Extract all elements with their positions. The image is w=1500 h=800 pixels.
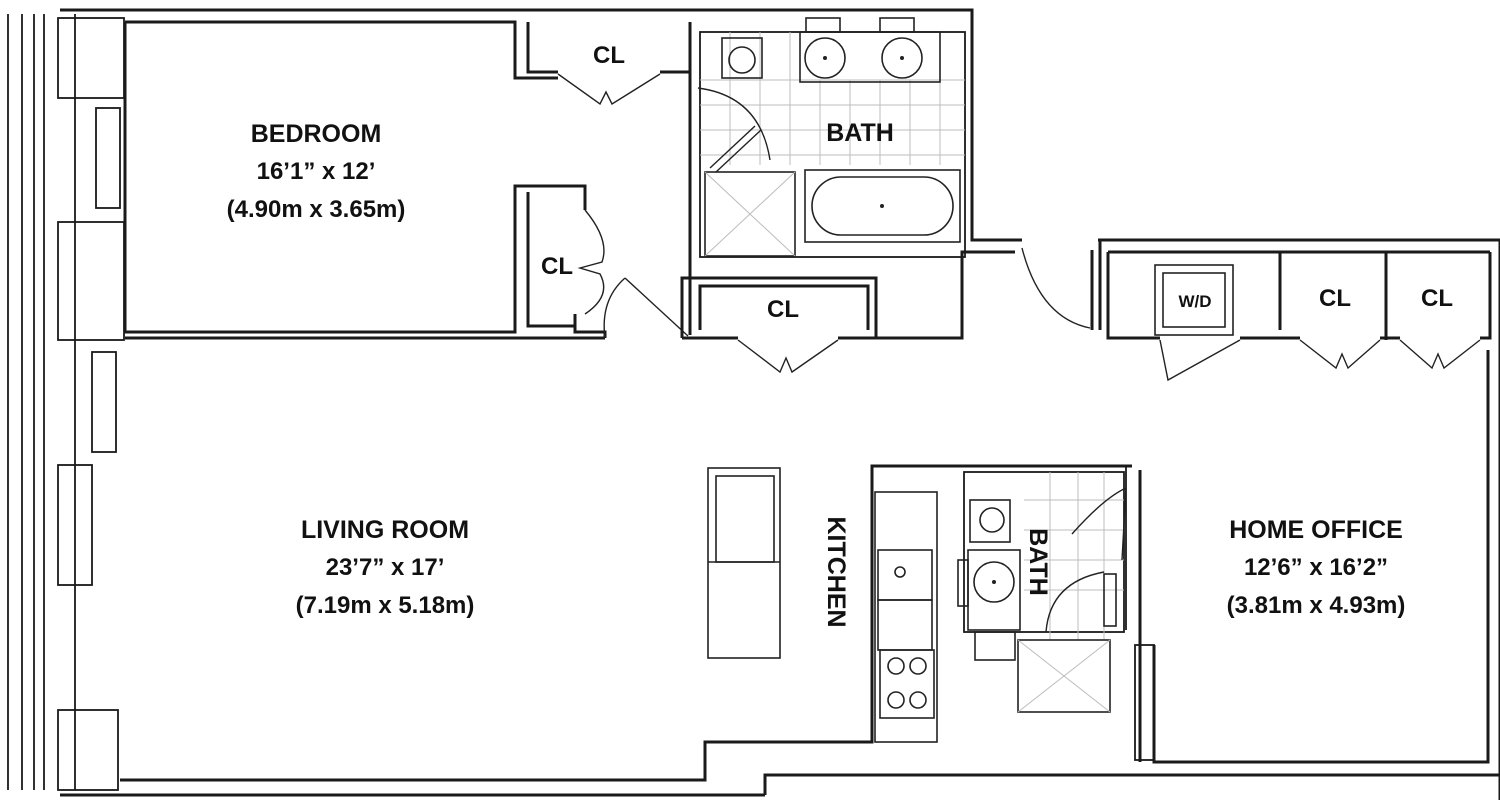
bath-door bbox=[697, 87, 771, 161]
home-office-label: HOME OFFICE 12’6” x 16’2” (3.81m x 4.93m… bbox=[1227, 516, 1406, 619]
toilet bbox=[721, 37, 763, 79]
bedroom-dimensions-metric: (4.90m x 3.65m) bbox=[227, 196, 406, 223]
kitchen-sink bbox=[877, 549, 933, 601]
bedroom bbox=[123, 20, 607, 340]
bath-main-label: BATH bbox=[826, 119, 894, 147]
closet-office-1-label: CL bbox=[1319, 285, 1351, 312]
bedroom-label: BEDROOM 16’1” x 12’ (4.90m x 3.65m) bbox=[227, 120, 406, 223]
shower bbox=[704, 125, 796, 257]
double-vanity bbox=[799, 17, 941, 83]
bathtub bbox=[804, 169, 961, 243]
bath-second-label: BATH bbox=[1024, 528, 1052, 596]
bath-floor-tiles bbox=[700, 32, 965, 165]
exterior-walls bbox=[60, 8, 1500, 800]
radiator bbox=[91, 351, 117, 453]
bath-second bbox=[957, 466, 1127, 713]
toilet bbox=[969, 499, 1011, 543]
entry-door bbox=[1021, 240, 1102, 330]
vanity bbox=[957, 549, 1021, 631]
closet-hall bbox=[680, 250, 1015, 374]
home-office-name: HOME OFFICE bbox=[1229, 516, 1403, 544]
dishwasher bbox=[877, 599, 933, 651]
interior-walls bbox=[120, 350, 1490, 782]
closet-office-2-label: CL bbox=[1421, 285, 1453, 312]
shower-second bbox=[1017, 571, 1117, 713]
kitchen bbox=[707, 467, 938, 743]
bath-main bbox=[688, 17, 966, 335]
bedroom-door bbox=[603, 277, 689, 339]
closet-hall-label: CL bbox=[767, 296, 799, 323]
washer-dryer-label: W/D bbox=[1178, 292, 1211, 311]
radiator bbox=[95, 107, 121, 209]
kitchen-label: KITCHEN bbox=[822, 516, 850, 627]
living-room-dimensions: 23’7” x 17’ bbox=[326, 554, 445, 581]
home-office-dimensions-metric: (3.81m x 4.93m) bbox=[1227, 592, 1406, 619]
office-storage bbox=[1106, 250, 1492, 382]
bedroom-name: BEDROOM bbox=[251, 120, 382, 148]
closet-bedroom-side-label: CL bbox=[541, 253, 573, 280]
kitchen-island bbox=[707, 467, 781, 659]
kitchen-counter bbox=[874, 491, 938, 743]
stove bbox=[879, 649, 935, 719]
washer-dryer bbox=[1154, 264, 1234, 336]
home-office-dimensions: 12’6” x 16’2” bbox=[1244, 554, 1388, 581]
living-room-name: LIVING ROOM bbox=[301, 516, 469, 544]
closet-bedroom-top-label: CL bbox=[593, 42, 625, 69]
living-room-dimensions-metric: (7.19m x 5.18m) bbox=[296, 592, 475, 619]
bedroom-dimensions: 16’1” x 12’ bbox=[257, 158, 376, 185]
facade-window-wall bbox=[7, 14, 125, 791]
bath-second-door bbox=[1071, 487, 1127, 535]
living-room-label: LIVING ROOM 23’7” x 17’ (7.19m x 5.18m) bbox=[296, 516, 475, 619]
closet-bedroom-side bbox=[526, 192, 605, 328]
